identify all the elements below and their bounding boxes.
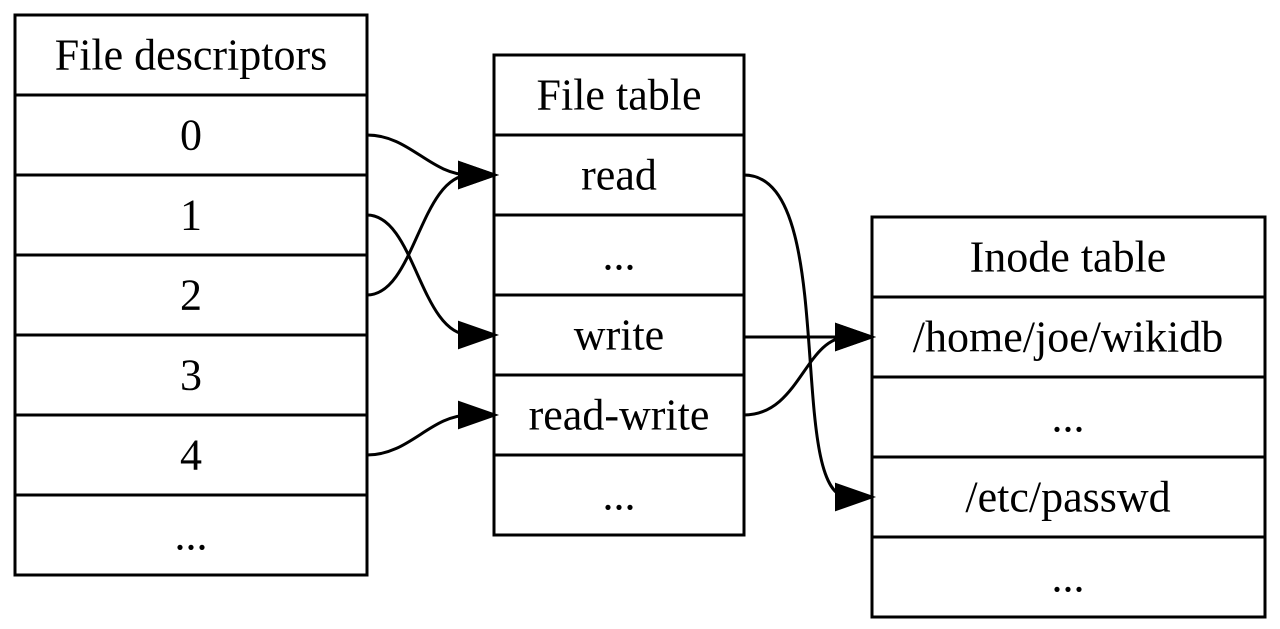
table-header: File table bbox=[537, 71, 702, 120]
table-cell-text: read bbox=[581, 151, 657, 200]
table-cell bbox=[492, 293, 746, 377]
table-cell-text: ... bbox=[603, 471, 636, 520]
table-cell-text: /etc/passwd bbox=[965, 473, 1170, 522]
table-header-cell bbox=[870, 215, 1267, 299]
table-header: File descriptors bbox=[55, 31, 328, 80]
table-cell-text: ... bbox=[1052, 553, 1085, 602]
table-inode-table: Inode table /home/joe/wikidb ... /etc/pa… bbox=[870, 215, 1267, 619]
edge-read-write-to-wikidb bbox=[743, 335, 849, 417]
table-cell-text: 4 bbox=[180, 431, 202, 480]
arrowhead bbox=[458, 160, 500, 190]
table-cell-text: 0 bbox=[180, 111, 202, 160]
table-header-cell bbox=[492, 53, 746, 137]
edge-fd0-to-read bbox=[366, 133, 471, 177]
table-cell bbox=[492, 453, 746, 537]
table-cell-text: /home/joe/wikidb bbox=[913, 313, 1223, 362]
table-header: Inode table bbox=[970, 233, 1167, 282]
table-header-cell bbox=[13, 13, 369, 97]
table-cell-text: write bbox=[574, 311, 664, 360]
table-file-descriptors: File descriptors 0 1 2 3 4 ... bbox=[13, 13, 369, 577]
arrowhead bbox=[835, 482, 877, 512]
arrowhead bbox=[458, 320, 500, 350]
table-cell-text: ... bbox=[175, 511, 208, 560]
arrowhead bbox=[835, 322, 877, 352]
table-cell-text: 3 bbox=[180, 351, 202, 400]
table-cell bbox=[870, 535, 1267, 619]
table-cell bbox=[13, 493, 369, 577]
table-cell bbox=[13, 413, 369, 497]
table-cell-text: ... bbox=[603, 231, 636, 280]
arrowhead bbox=[458, 400, 500, 430]
table-cell bbox=[13, 93, 369, 177]
edge-fd1-to-write bbox=[366, 213, 471, 337]
edges bbox=[366, 133, 877, 512]
table-cell-text: 1 bbox=[180, 191, 202, 240]
table-cell-text: ... bbox=[1052, 393, 1085, 442]
table-cell bbox=[870, 375, 1267, 459]
table-cell bbox=[492, 373, 746, 457]
table-cell bbox=[492, 213, 746, 297]
table-cell-text: 2 bbox=[180, 271, 202, 320]
edge-fd2-to-read bbox=[366, 173, 471, 297]
edge-fd4-to-read-write bbox=[366, 413, 471, 457]
table-cell-text: read-write bbox=[529, 391, 710, 440]
table-file-table: File table read ... write read-write ... bbox=[492, 53, 746, 537]
